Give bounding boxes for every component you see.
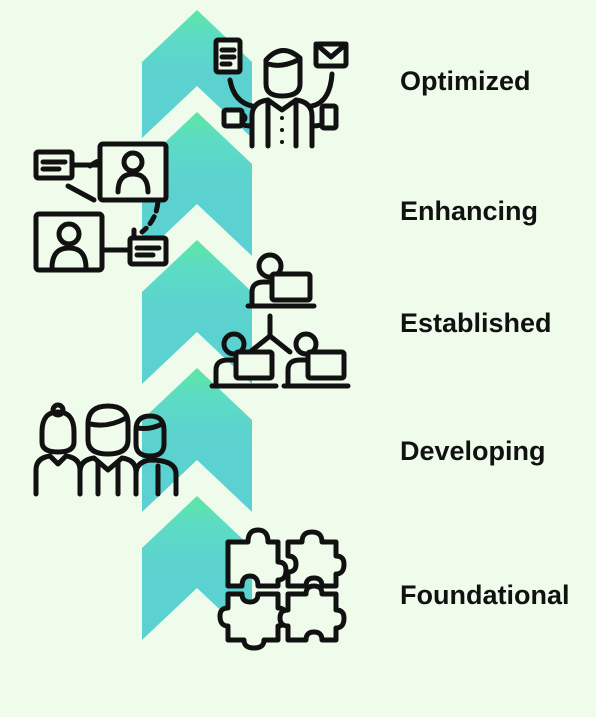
connected-profiles-icon [33,140,170,274]
puzzle-pieces-icon [217,527,347,651]
level-label-foundational: Foundational [400,580,570,610]
level-label-enhancing: Enhancing [400,196,539,226]
level-label-established: Established [400,308,552,338]
chevron-developing [142,368,252,512]
level-label-optimized: Optimized [400,66,531,96]
network-laptop-users-icon [209,252,352,390]
team-people-icon [32,402,180,498]
level-label-developing: Developing [400,436,546,466]
multitasking-person-icon [212,37,352,150]
chevron-enhancing [142,112,252,256]
chevron-foundational [142,496,252,640]
